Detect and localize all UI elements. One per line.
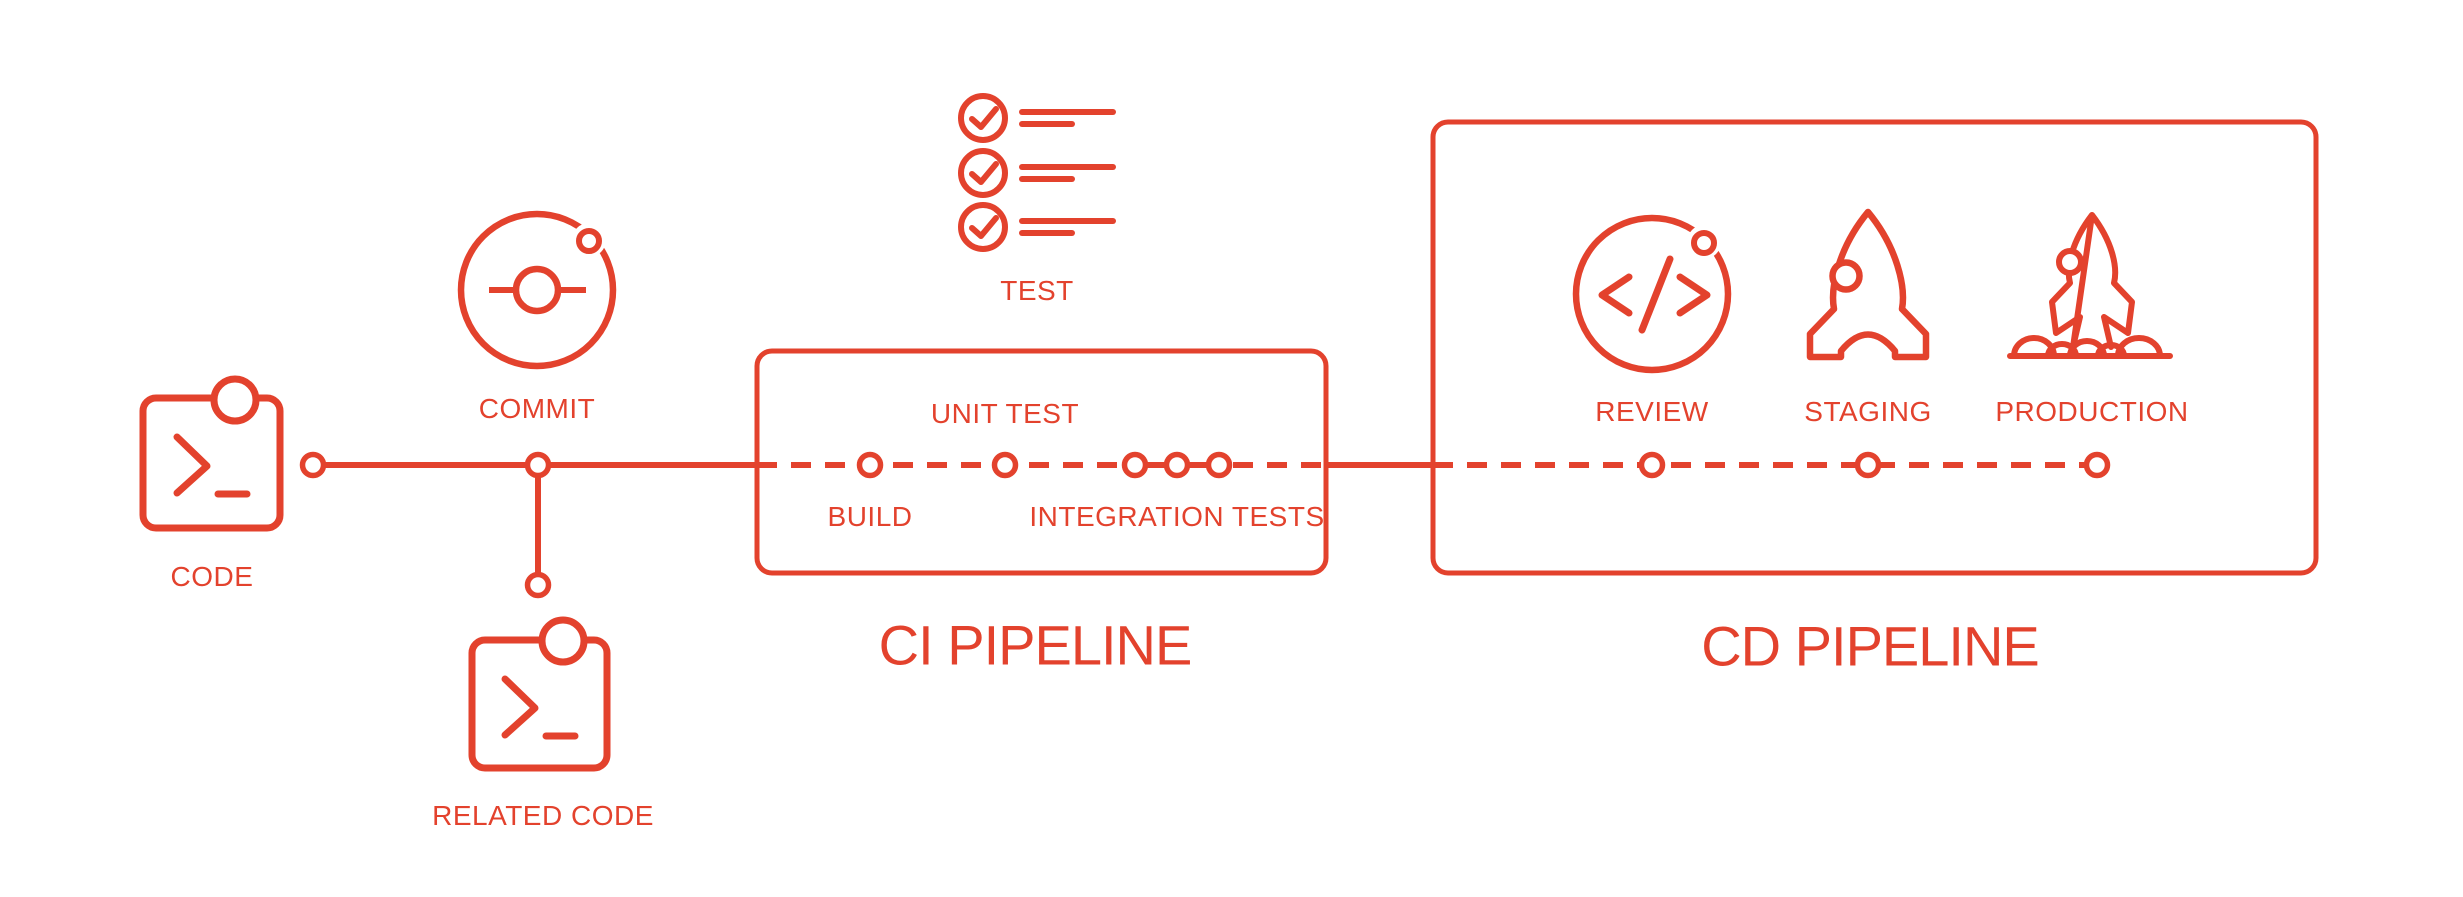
unit-test-node [991,451,1019,479]
commit-label: COMMIT [478,393,596,424]
review-label: REVIEW [1595,396,1709,427]
code-review-orbit-icon [1572,214,1732,374]
git-commit-orbit-icon [457,210,617,370]
code-label: CODE [170,561,254,592]
integration-node-2 [1163,451,1191,479]
smoke-clouds [2007,335,2173,359]
build-label: BUILD [827,501,913,532]
review-node [1638,451,1666,479]
production-node [2083,451,2111,479]
terminal-code-icon [139,375,284,532]
integration-node-1 [1121,451,1149,479]
unit-test-label: UNIT TEST [930,398,1080,429]
related-code-node [524,571,552,599]
integration-tests-label: INTEGRATION TESTS [1029,501,1325,532]
cd-pipeline-title: CD PIPELINE [1701,614,2040,678]
test-label: TEST [1000,275,1074,306]
related-code-label: RELATED CODE [432,800,654,831]
build-node [856,451,884,479]
checklist-icon [958,93,1116,252]
staging-label: STAGING [1804,396,1932,427]
terminal-code-icon [468,616,611,772]
rocket-standing-icon [1806,208,1930,361]
rocket-launch-icon [2007,212,2173,359]
integration-node-3 [1205,451,1233,479]
production-label: PRODUCTION [1995,396,2189,427]
start-node [299,451,327,479]
cd-pipeline-box [1430,119,2319,576]
staging-node [1854,451,1882,479]
flow-nodes [299,451,2111,599]
commit-node [524,451,552,479]
ci-pipeline-title: CI PIPELINE [878,613,1193,677]
